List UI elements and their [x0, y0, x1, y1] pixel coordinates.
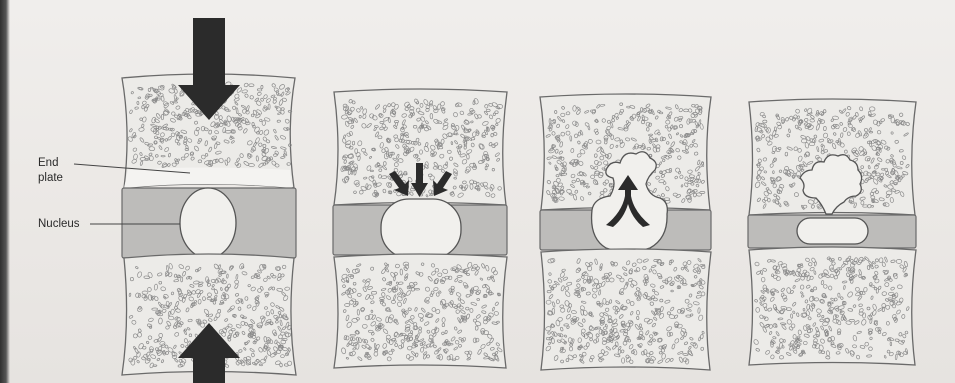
- nucleus-2: [381, 199, 461, 258]
- end-plate-label-line-2: plate: [38, 172, 63, 185]
- stage-2-endplate-pressure: [333, 89, 507, 368]
- stage-4-schmorl-node: [748, 99, 916, 365]
- stage-1-axial-load: [74, 18, 296, 383]
- end-plate-label-line-1: End: [38, 157, 58, 170]
- nucleus-4: [797, 218, 868, 244]
- end-plate-1: [124, 168, 292, 189]
- stage-3-endplate-fracture: [540, 94, 711, 370]
- nucleus-label: Nucleus: [38, 218, 80, 231]
- nucleus-1: [180, 188, 236, 258]
